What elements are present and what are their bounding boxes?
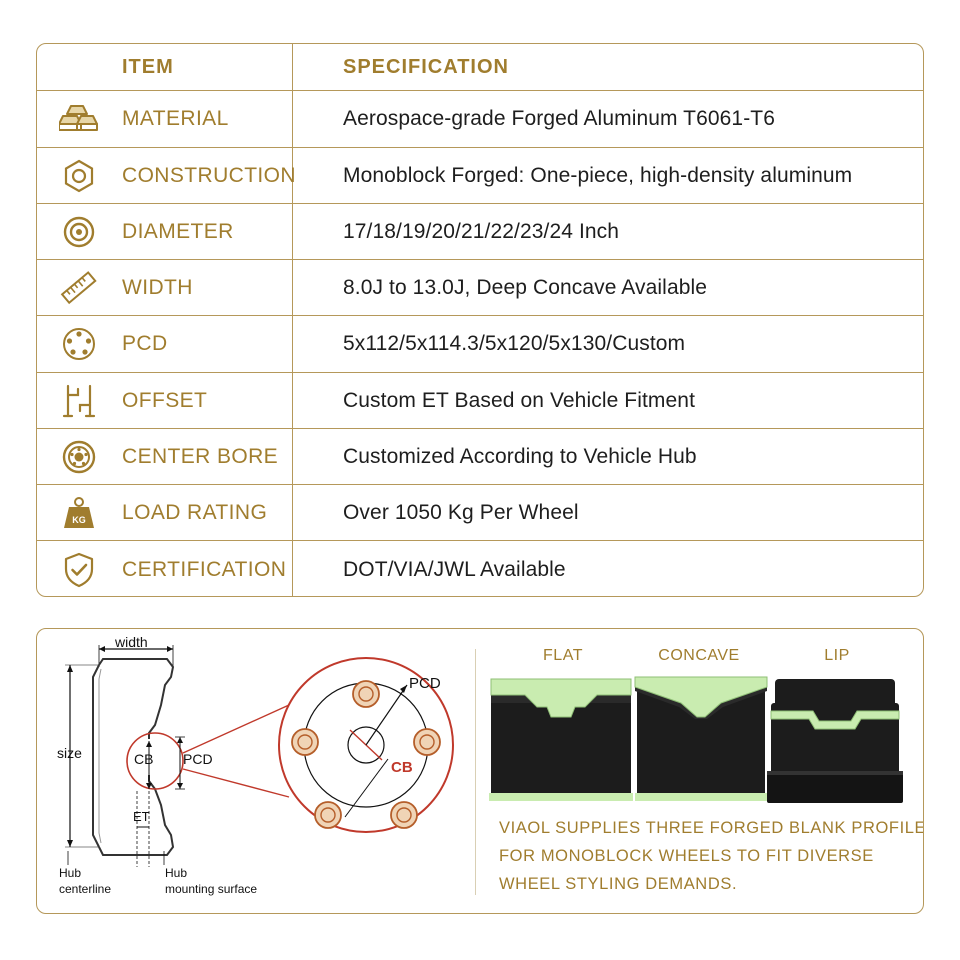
- concentric-circle-icon: [59, 212, 99, 252]
- offset-bracket-icon: [59, 381, 99, 421]
- et-label: ET: [133, 809, 150, 824]
- table-row-center-bore: CENTER BORE Customized According to Vehi…: [37, 429, 923, 485]
- ruler-icon: [59, 268, 99, 308]
- spec-diameter: 17/18/19/20/21/22/23/24 Inch: [343, 219, 620, 243]
- spec-width: 8.0J to 13.0J, Deep Concave Available: [343, 275, 708, 299]
- item-label-diameter: DIAMETER: [122, 219, 234, 243]
- table-row-width: WIDTH 8.0J to 13.0J, Deep Concave Availa…: [37, 260, 923, 316]
- table-row-material: MATERIAL Aerospace-grade Forged Aluminum…: [37, 91, 923, 148]
- profiles-description-line-3: WHEEL STYLING DEMANDS.: [499, 875, 738, 893]
- forged-blank-profiles: [489, 676, 903, 803]
- pcd-label: PCD: [183, 751, 213, 767]
- concave-blank-profile: [634, 676, 768, 801]
- table-header-row: ITEM SPECIFICATION: [37, 44, 923, 91]
- profiles-description-line-1: VIAOL SUPPLIES THREE FORGED BLANK PROFIL…: [499, 819, 924, 837]
- hub-centerline-label: Hub centerline: [59, 866, 112, 896]
- item-label-load-rating: LOAD RATING: [122, 500, 268, 524]
- profile-label-concave: CONCAVE: [658, 647, 740, 664]
- spec-certification: DOT/VIA/JWL Available: [343, 557, 566, 581]
- flat-blank-profile: [489, 678, 633, 801]
- cb-label: CB: [134, 751, 154, 767]
- lip-blank-profile: [767, 679, 903, 803]
- hub-mounting-surface-label: Hub mounting surface: [165, 866, 258, 896]
- size-label: size: [57, 745, 82, 761]
- table-row-load-rating: KG LOAD RATING Over 1050 Kg Per Wheel: [37, 485, 923, 541]
- item-label-pcd: PCD: [122, 332, 168, 355]
- table-row-pcd: PCD 5x112/5x114.3/5x120/5x130/Custom: [37, 316, 923, 373]
- zoom-pcd-label: PCD: [409, 675, 441, 692]
- table-row-certification: CERTIFICATION DOT/VIA/JWL Available: [37, 541, 923, 596]
- spec-material: Aerospace-grade Forged Aluminum T6061-T6: [343, 107, 776, 130]
- spec-table: ITEM SPECIFICATION MATERIAL Aerospace-gr…: [36, 43, 924, 597]
- item-label-material: MATERIAL: [122, 107, 229, 130]
- hub-icon: [59, 437, 99, 477]
- item-label-width: WIDTH: [122, 275, 193, 299]
- header-item: ITEM: [122, 55, 174, 78]
- profiles-description-line-2: FOR MONOBLOCK WHEELS TO FIT DIVERSE: [499, 847, 874, 865]
- hexagon-bolt-icon: [59, 156, 99, 196]
- table-row-diameter: DIAMETER 17/18/19/20/21/22/23/24 Inch: [37, 204, 923, 260]
- wheel-diagram-panel: width size CB PCD ET Hub centerline Hub …: [36, 628, 924, 914]
- panel-divider: [475, 649, 476, 895]
- item-label-certification: CERTIFICATION: [122, 557, 287, 581]
- item-label-center-bore: CENTER BORE: [122, 444, 279, 468]
- wheel-cross-section-diagram: [65, 645, 454, 867]
- zoom-cb-label: CB: [391, 759, 413, 776]
- item-label-offset: OFFSET: [122, 388, 208, 412]
- profile-label-lip: LIP: [824, 647, 850, 664]
- header-specification: SPECIFICATION: [343, 55, 509, 78]
- bolt-circle-icon: [59, 324, 99, 364]
- spec-construction: Monoblock Forged: One-piece, high-densit…: [343, 163, 853, 187]
- kg-weight-icon: KG: [59, 493, 99, 533]
- table-row-offset: OFFSET Custom ET Based on Vehicle Fitmen…: [37, 373, 923, 429]
- pcd-zoom-detail: [278, 657, 454, 833]
- table-row-construction: CONSTRUCTION Monoblock Forged: One-piece…: [37, 148, 923, 204]
- spec-offset: Custom ET Based on Vehicle Fitment: [343, 388, 696, 412]
- shield-check-icon: [59, 550, 99, 590]
- profile-label-flat: FLAT: [543, 647, 583, 664]
- width-label: width: [115, 634, 148, 650]
- spec-center-bore: Customized According to Vehicle Hub: [343, 444, 697, 468]
- spec-load-rating: Over 1050 Kg Per Wheel: [343, 500, 579, 524]
- item-label-construction: CONSTRUCTION: [122, 163, 296, 187]
- gold-bars-icon: [59, 99, 99, 139]
- spec-pcd: 5x112/5x114.3/5x120/5x130/Custom: [343, 332, 686, 355]
- svg-text:KG: KG: [72, 515, 86, 525]
